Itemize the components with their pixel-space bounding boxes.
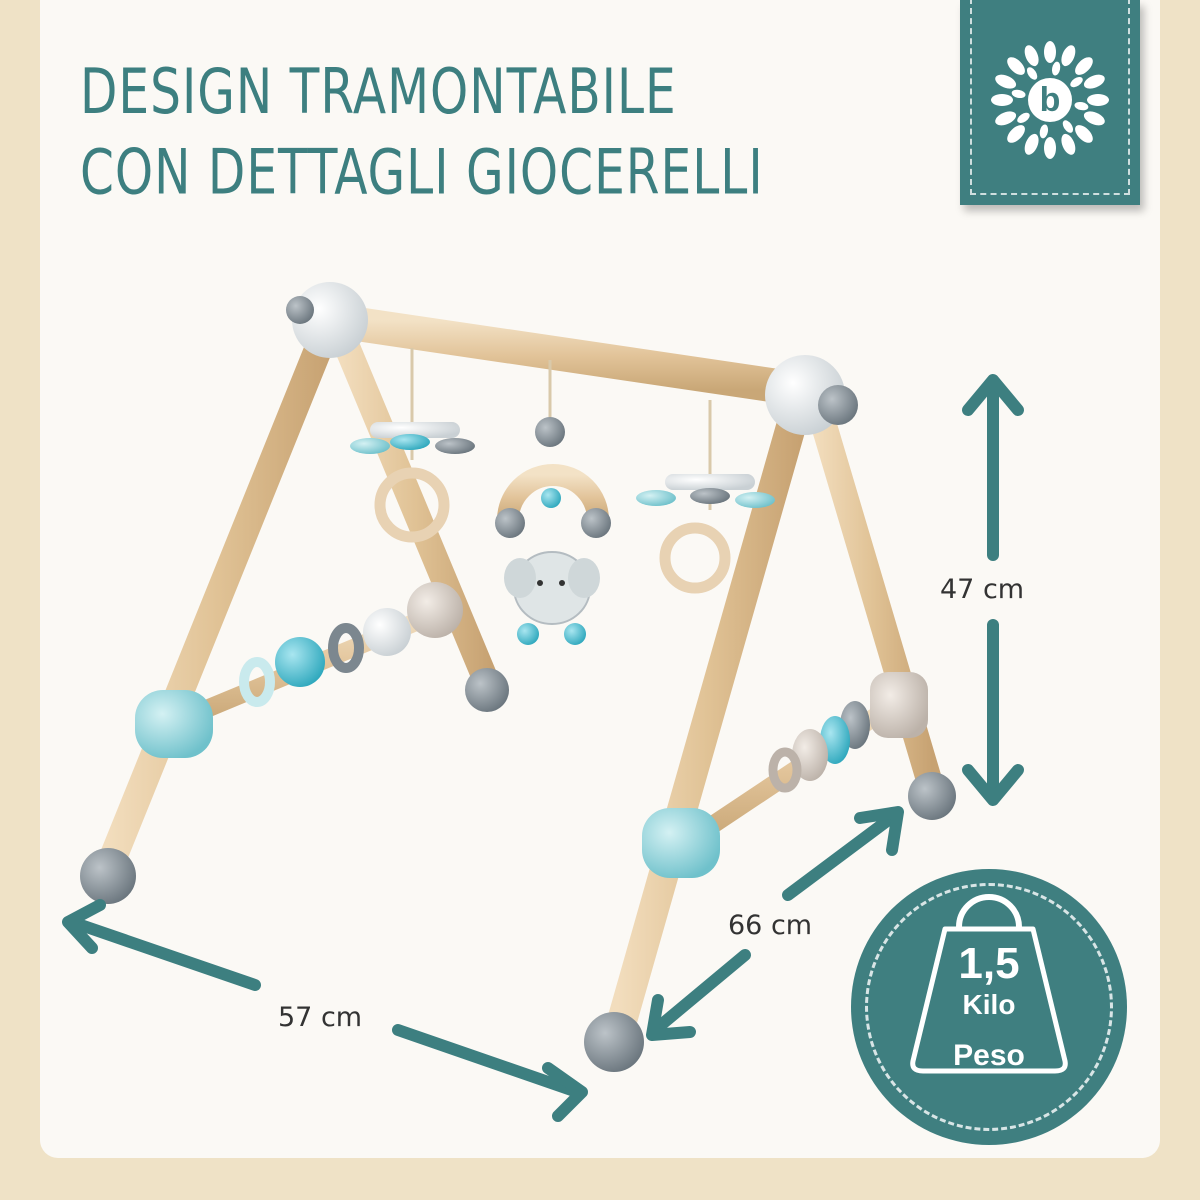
weight-label: Peso xyxy=(953,1039,1025,1072)
weight-icon xyxy=(910,894,1068,1074)
left-crossbar xyxy=(166,582,463,731)
headline: Design tramontabile con dettagli giocere… xyxy=(80,52,900,213)
width-arrow xyxy=(62,899,588,1122)
weight-badge: 1,5 Kilo Peso xyxy=(851,869,1127,1145)
logo-letter: b xyxy=(1040,81,1061,119)
depth-arrow xyxy=(646,806,904,1041)
weight-badge-ring xyxy=(865,883,1113,1131)
hanging-toy-left xyxy=(350,348,475,543)
weight-value: 1,5 xyxy=(958,939,1020,988)
hanging-toy-right xyxy=(636,400,775,594)
headline-line-1: Design tramontabile xyxy=(80,55,677,128)
stitch-border xyxy=(970,0,1130,195)
height-arrow xyxy=(962,374,1024,806)
flower-logo-icon: b xyxy=(991,41,1109,159)
height-dimension: 47 cm xyxy=(940,574,1025,605)
hanging-toy-elephant xyxy=(495,360,611,645)
back-left-leg xyxy=(327,317,509,712)
headline-line-2: con dettagli giocerelli xyxy=(80,135,764,209)
brand-tag: b xyxy=(960,0,1140,205)
weight-unit: Kilo xyxy=(962,989,1016,1020)
width-dimension: 57 cm xyxy=(278,1002,363,1033)
right-crossbar xyxy=(681,672,928,849)
front-left-leg xyxy=(80,306,344,904)
top-bar xyxy=(286,282,858,435)
depth-dimension: 66 cm xyxy=(728,910,813,941)
